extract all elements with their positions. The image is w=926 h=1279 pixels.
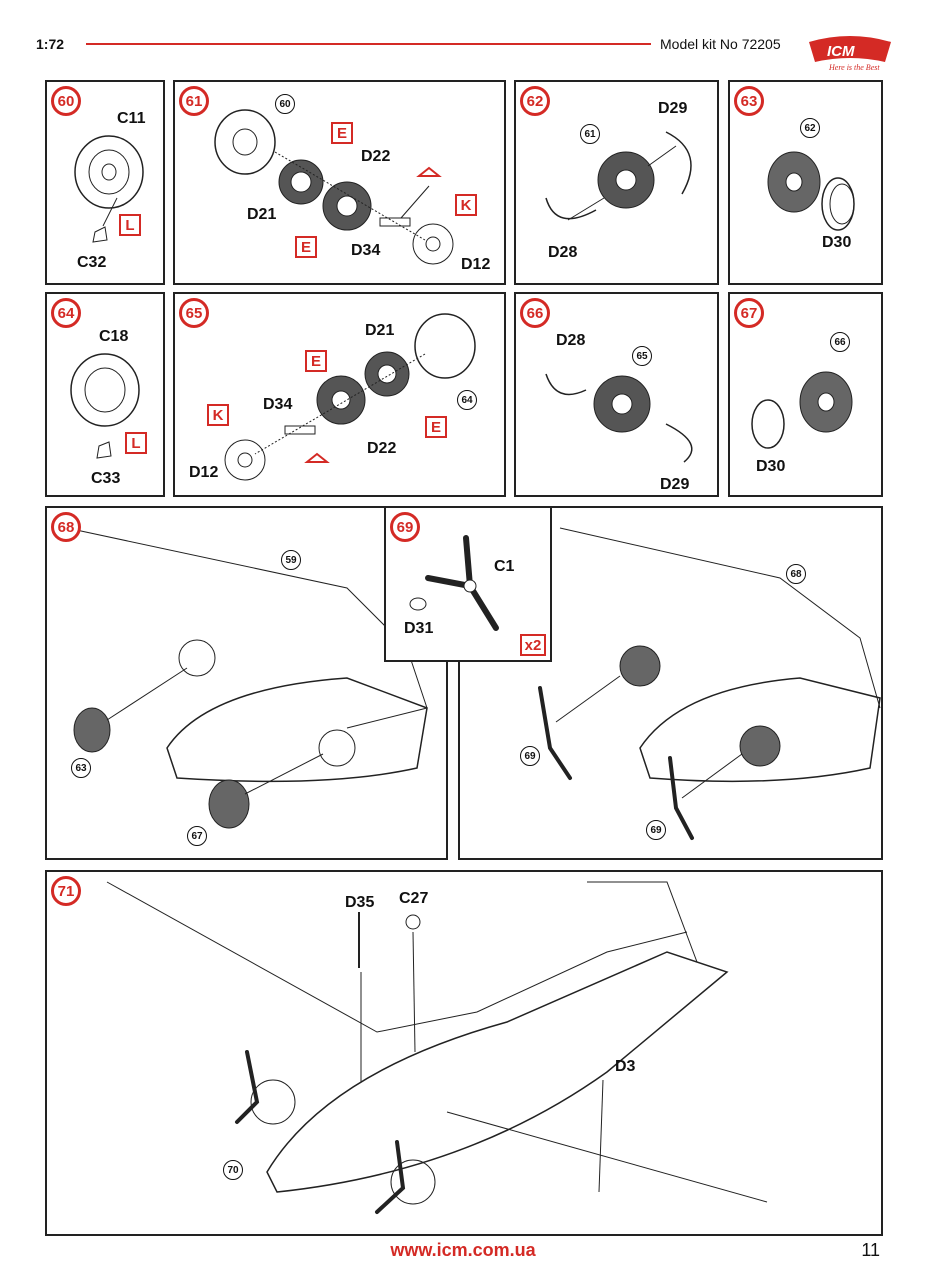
step-number: 66 [520, 298, 550, 328]
svg-text:ICM: ICM [827, 43, 855, 60]
step-number: 71 [51, 876, 81, 906]
quantity-mark: x2 [520, 634, 546, 656]
cowling-drawing [767, 151, 855, 231]
aircraft-drawing [538, 527, 881, 840]
part-label: C1 [494, 558, 515, 575]
part-label: C11 [117, 110, 146, 127]
part-label: D21 [365, 322, 395, 339]
step-number: 60 [51, 86, 81, 116]
cowling-drawing [751, 371, 853, 449]
paint-mark: E [305, 350, 327, 372]
ref-step: 66 [830, 332, 850, 352]
cowling-ring-drawing [545, 131, 692, 221]
ref-step: 67 [187, 826, 207, 846]
step-number: 68 [51, 512, 81, 542]
paint-mark: E [425, 416, 447, 438]
part-label: D28 [556, 332, 586, 349]
step-number: 63 [734, 86, 764, 116]
step-number: 67 [734, 298, 764, 328]
part-label: D34 [351, 242, 381, 259]
ref-step: 65 [632, 346, 652, 366]
ref-step: 63 [71, 758, 91, 778]
step-67-panel: 67 66 D30 [728, 292, 883, 497]
cowling-drawing [74, 135, 144, 243]
svg-text:Here is the Best: Here is the Best [828, 63, 880, 72]
header-rule [86, 43, 651, 45]
aircraft-drawing [106, 881, 768, 1214]
step-number: 62 [520, 86, 550, 116]
ref-step: 68 [786, 564, 806, 584]
step-63-panel: 63 62 D30 [728, 80, 883, 285]
ref-step: 61 [580, 124, 600, 144]
step-65-panel: 65 64 D21 D34 D22 D12 E E K [173, 292, 506, 497]
step-62-panel: 62 61 D29 D28 [514, 80, 719, 285]
ref-step: 70 [223, 1160, 243, 1180]
kit-number: Model kit No 72205 [660, 36, 781, 52]
part-label: D12 [461, 256, 491, 273]
part-label: D21 [247, 206, 277, 223]
ref-step: 62 [800, 118, 820, 138]
website-link[interactable]: www.icm.com.ua [390, 1240, 536, 1260]
paint-mark: L [119, 214, 141, 236]
ref-step: 64 [457, 390, 477, 410]
icm-logo: ICM Here is the Best [805, 34, 895, 74]
part-label: D29 [660, 476, 690, 493]
part-label: D22 [367, 440, 397, 457]
aircraft-drawing [66, 527, 428, 829]
part-label: C32 [77, 254, 107, 271]
part-label: D3 [615, 1058, 636, 1075]
scale-label: 1:72 [36, 36, 65, 52]
part-label: D31 [404, 620, 434, 637]
propeller-drawing [409, 535, 499, 631]
page-number: 11 [861, 1240, 880, 1260]
ref-step: 60 [275, 94, 295, 114]
cowling-ring-drawing [545, 373, 693, 463]
part-label: D34 [263, 396, 293, 413]
paint-mark: K [207, 404, 229, 426]
paint-mark: E [331, 122, 353, 144]
ref-step: 69 [646, 820, 666, 840]
part-label: D29 [658, 100, 688, 117]
paint-mark: K [455, 194, 477, 216]
part-label: D30 [822, 234, 852, 251]
step-number: 65 [179, 298, 209, 328]
part-label: D30 [756, 458, 786, 475]
step-64-panel: 64 C18 C33 L [45, 292, 165, 497]
part-label: C27 [399, 890, 429, 907]
part-label: D28 [548, 244, 578, 261]
ref-step: 59 [281, 550, 301, 570]
step-60-panel: 60 C11 C32 L [45, 80, 165, 285]
cowling-drawing [70, 353, 140, 459]
step-71-panel: 71 70 D35 C27 D3 [45, 870, 883, 1236]
part-label: C18 [99, 328, 129, 345]
step-number: 61 [179, 86, 209, 116]
paint-mark: E [295, 236, 317, 258]
ref-step: 69 [520, 746, 540, 766]
part-label: C33 [91, 470, 121, 487]
part-label: D35 [345, 894, 375, 911]
step-66-panel: 66 65 D28 D29 [514, 292, 719, 497]
step-69-panel: 69 C1 D31 x2 [384, 506, 552, 662]
step-68-panel: 68 59 63 67 [45, 506, 448, 860]
step-number: 69 [390, 512, 420, 542]
step-number: 64 [51, 298, 81, 328]
step-61-panel: 61 60 D22 D21 D34 D12 E E K [173, 80, 506, 285]
part-label: D12 [189, 464, 219, 481]
paint-mark: L [125, 432, 147, 454]
engine-assembly-drawing [214, 109, 454, 265]
part-label: D22 [361, 148, 391, 165]
engine-assembly-drawing [224, 313, 476, 481]
